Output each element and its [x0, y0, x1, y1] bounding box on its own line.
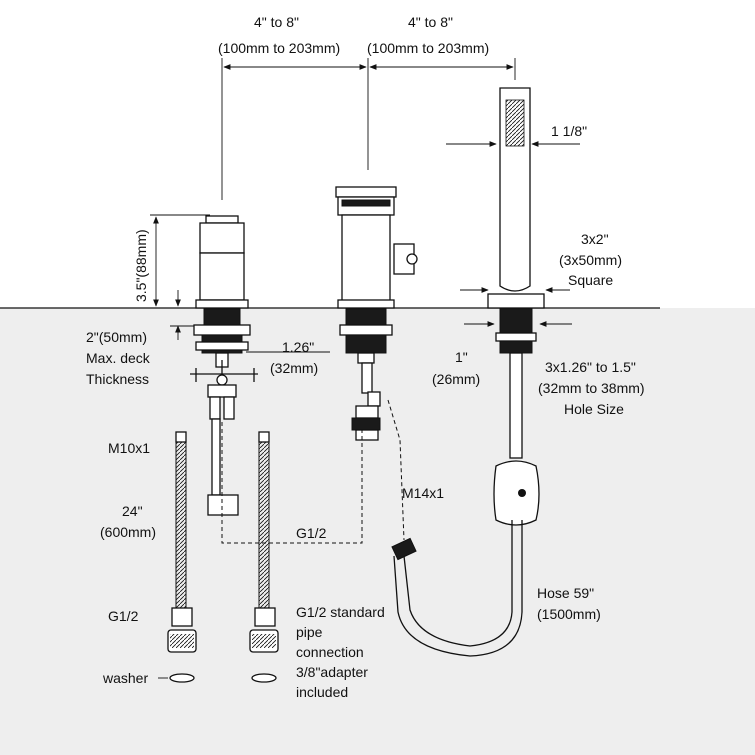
standard-connection-label-3: connection [296, 644, 364, 660]
hose-length-main-metric: (1500mm) [537, 606, 601, 622]
center-spout [335, 186, 418, 441]
hose-length-metric: (600mm) [100, 524, 156, 540]
deck-thickness-value: 2"(50mm) [86, 329, 147, 345]
deck-thickness-label-2: Thickness [86, 371, 149, 387]
spacing-left-metric: (100mm to 203mm) [218, 40, 340, 56]
left-g12-label: G1/2 [108, 608, 139, 624]
hole-size-metric: (32mm to 38mm) [538, 380, 645, 396]
spacing-right-label: 4" to 8" [408, 14, 453, 30]
washer-label: washer [102, 670, 148, 686]
hole-size-value: 3x1.26" to 1.5" [545, 359, 636, 375]
height-label: 3.5"(88mm) [133, 229, 149, 302]
m14-thread-label: M14x1 [402, 485, 444, 501]
hole-size-label: Hole Size [564, 401, 624, 417]
base-size-label: 3x2" [581, 231, 609, 247]
right-supply-hose [249, 431, 279, 683]
spacing-right-metric: (100mm to 203mm) [367, 40, 489, 56]
standard-connection-label-1: G1/2 standard [296, 604, 385, 620]
height-dimension [150, 214, 210, 307]
left-handle-valve [190, 215, 258, 516]
hose-length-main-label: Hose 59" [537, 585, 594, 601]
hand-shank-metric: (26mm) [432, 371, 480, 387]
dashed-connection-lines [221, 399, 405, 544]
standard-connection-label-5: included [296, 684, 348, 700]
left-supply-hose [167, 431, 197, 683]
hose-length-label: 24" [122, 503, 143, 519]
base-size-metric: (3x50mm) [559, 252, 622, 268]
deck-thickness-label: Max. deck [86, 350, 151, 366]
base-shape-label: Square [568, 272, 613, 288]
spacing-dimension [221, 58, 516, 200]
standard-connection-label-2: pipe [296, 624, 323, 640]
spacing-left-label: 4" to 8" [254, 14, 299, 30]
below-deck-area [0, 308, 755, 755]
hand-shower [391, 87, 545, 657]
center-g12-label: G1/2 [296, 525, 327, 541]
handset-width-label: 1 1/8" [551, 123, 587, 139]
m10-thread-label: M10x1 [108, 440, 150, 456]
shank-size-label: 1.26" [282, 339, 314, 355]
hand-shank-label: 1" [455, 349, 468, 365]
standard-connection-label-4: 3/8"adapter [296, 664, 368, 680]
shank-size-metric: (32mm) [270, 360, 318, 376]
